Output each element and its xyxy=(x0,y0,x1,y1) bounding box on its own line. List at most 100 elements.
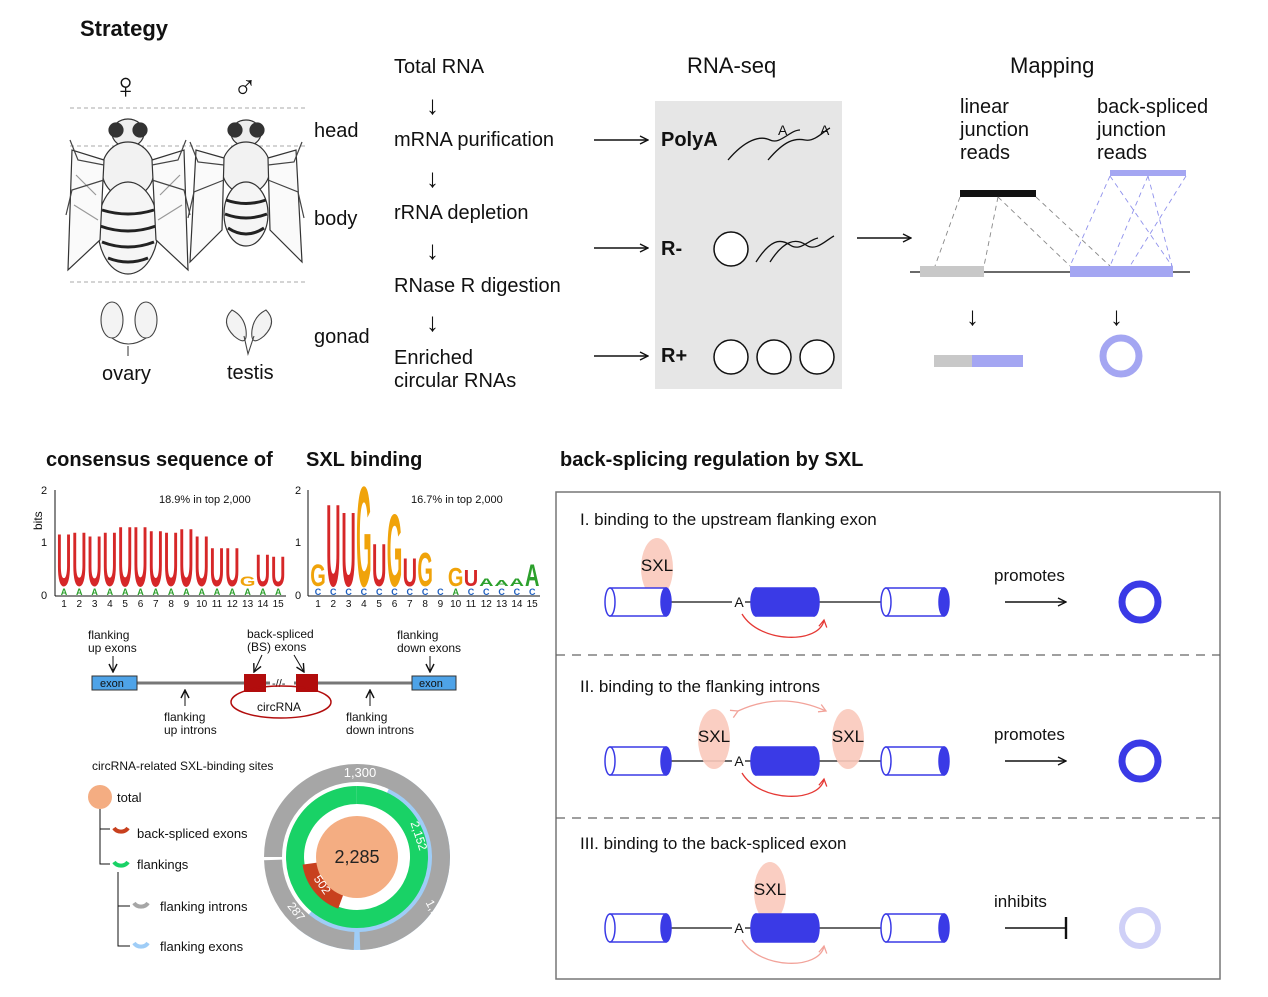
flanking-down-exons-label-2: down exons xyxy=(397,641,461,655)
logo-letter-small: C xyxy=(376,587,383,597)
logo-letter-small: A xyxy=(183,587,190,597)
sxl-protein xyxy=(641,538,673,598)
upstream-exon xyxy=(604,746,672,776)
legend-flankings: flankings xyxy=(137,857,189,872)
branch-point-a: A xyxy=(734,753,744,769)
logo-position: 7 xyxy=(407,599,413,610)
backspliced-exon-blue xyxy=(1070,266,1173,277)
logo-letter-small: C xyxy=(391,587,398,597)
library-r-minus: R- xyxy=(661,238,682,260)
linear-product-gray xyxy=(934,355,972,367)
logo-letter-small: C xyxy=(422,587,429,597)
logo2-ytick-2: 2 xyxy=(295,485,301,497)
logo-position: 12 xyxy=(481,599,493,610)
legend-total: total xyxy=(117,790,142,805)
logo-letter: A xyxy=(494,579,508,588)
logo-position: 14 xyxy=(257,599,269,610)
legend-back-spliced-exons: back-spliced exons xyxy=(137,826,248,841)
legend-introns-swatch xyxy=(132,901,150,909)
upstream-exon xyxy=(604,913,672,943)
logo-letter: A xyxy=(479,576,494,589)
logo-letter-small: A xyxy=(452,587,459,597)
step-circular-rnas: circular RNAs xyxy=(394,370,516,392)
library-polya: PolyA xyxy=(661,129,718,151)
step-total-rna: Total RNA xyxy=(394,56,485,78)
donut-label: 2,285 xyxy=(334,847,379,867)
logo-letter: U xyxy=(57,519,71,602)
polya-tail-a1: A xyxy=(778,122,788,138)
donut-label: 1,300 xyxy=(344,765,377,780)
sxl-label: SXL xyxy=(698,727,730,746)
logo2-ytick-1: 1 xyxy=(295,537,301,549)
flanking-down-introns-label-2: down introns xyxy=(346,723,414,737)
logo-letter-small: C xyxy=(345,587,352,597)
tissue-body: body xyxy=(314,208,357,230)
circrna-label: circRNA xyxy=(257,700,301,714)
total-center xyxy=(316,816,398,898)
male-fly-illustration xyxy=(187,119,305,264)
r-plus-circle-1 xyxy=(713,339,749,375)
branch-point-a: A xyxy=(734,920,744,936)
logo-letter-small: C xyxy=(514,587,521,597)
logo-letter: U xyxy=(210,537,224,598)
logo-letter-small: C xyxy=(407,587,414,597)
break-mark: -//- xyxy=(272,678,286,690)
r-minus-circle xyxy=(713,231,749,267)
logo-position: 9 xyxy=(184,599,190,610)
sxl-protein xyxy=(754,862,786,922)
panel-label: I. binding to the upstream flanking exon xyxy=(580,510,877,529)
library-r-plus: R+ xyxy=(661,345,687,367)
r-minus-linear-1 xyxy=(755,237,819,263)
sxl-label: SXL xyxy=(641,556,673,575)
logo-letter-small: C xyxy=(468,587,475,597)
logo1-note: 18.9% in top 2,000 xyxy=(159,494,251,506)
legend-total-dot xyxy=(88,785,112,809)
logo-position: 7 xyxy=(153,599,159,610)
up-exon-box xyxy=(91,675,138,691)
panel-label: II. binding to the flanking introns xyxy=(580,677,820,696)
downstream-exon xyxy=(880,746,950,776)
logo1-ylabel: bits xyxy=(31,511,45,530)
bs-exons-label-1: back-spliced xyxy=(247,627,314,641)
tissue-gonad: gonad xyxy=(314,326,370,348)
circrna-product-faint xyxy=(1119,907,1161,949)
effect-label: promotes xyxy=(994,566,1065,585)
mapping-title: Mapping xyxy=(1010,53,1094,78)
flanking-introns-arc-top xyxy=(264,764,358,858)
logo-letter: U xyxy=(164,516,178,602)
flanking-up-introns-label-2: up introns xyxy=(164,723,217,737)
logo-letter: G xyxy=(417,542,433,597)
logo-position: 15 xyxy=(527,599,539,610)
bs-exon-2 xyxy=(296,674,318,692)
logo-position: 13 xyxy=(496,599,508,610)
logo-letter-small: C xyxy=(483,587,490,597)
logo-letter-small: C xyxy=(498,587,505,597)
logo1-ytick-2: 2 xyxy=(41,485,47,497)
mapping-arrow-circular: ↓ xyxy=(1110,301,1123,331)
logo-letter-small: A xyxy=(61,587,68,597)
regulation-panels: I. binding to the upstream flanking exon… xyxy=(580,510,1162,964)
step-mrna-purification: mRNA purification xyxy=(394,129,554,151)
polya-tail-a2: A xyxy=(820,122,830,138)
logo-position: 8 xyxy=(168,599,174,610)
sites-title: circRNA-related SXL-binding sites xyxy=(92,759,273,773)
step-arrow-1: ↓ xyxy=(426,90,439,120)
flanking-up-exons-label-2: up exons xyxy=(88,641,137,655)
logo-position: 5 xyxy=(122,599,128,610)
effect-label: promotes xyxy=(994,725,1065,744)
logo-letter: U xyxy=(194,523,208,602)
logo-position: 14 xyxy=(511,599,523,610)
logo-letter: U xyxy=(149,515,163,604)
ovary-label: ovary xyxy=(102,363,151,385)
logo-position: 11 xyxy=(212,599,223,610)
female-fly-illustration xyxy=(65,118,191,275)
logo1-ytick-1: 1 xyxy=(41,537,47,549)
rnaseq-title: RNA-seq xyxy=(687,53,776,78)
logo-letter-small: A xyxy=(153,587,160,597)
circrna-loop xyxy=(230,685,332,719)
logo-letter: U xyxy=(271,549,285,596)
logo-letter-small: C xyxy=(315,587,322,597)
logo-letter: G xyxy=(240,573,256,589)
